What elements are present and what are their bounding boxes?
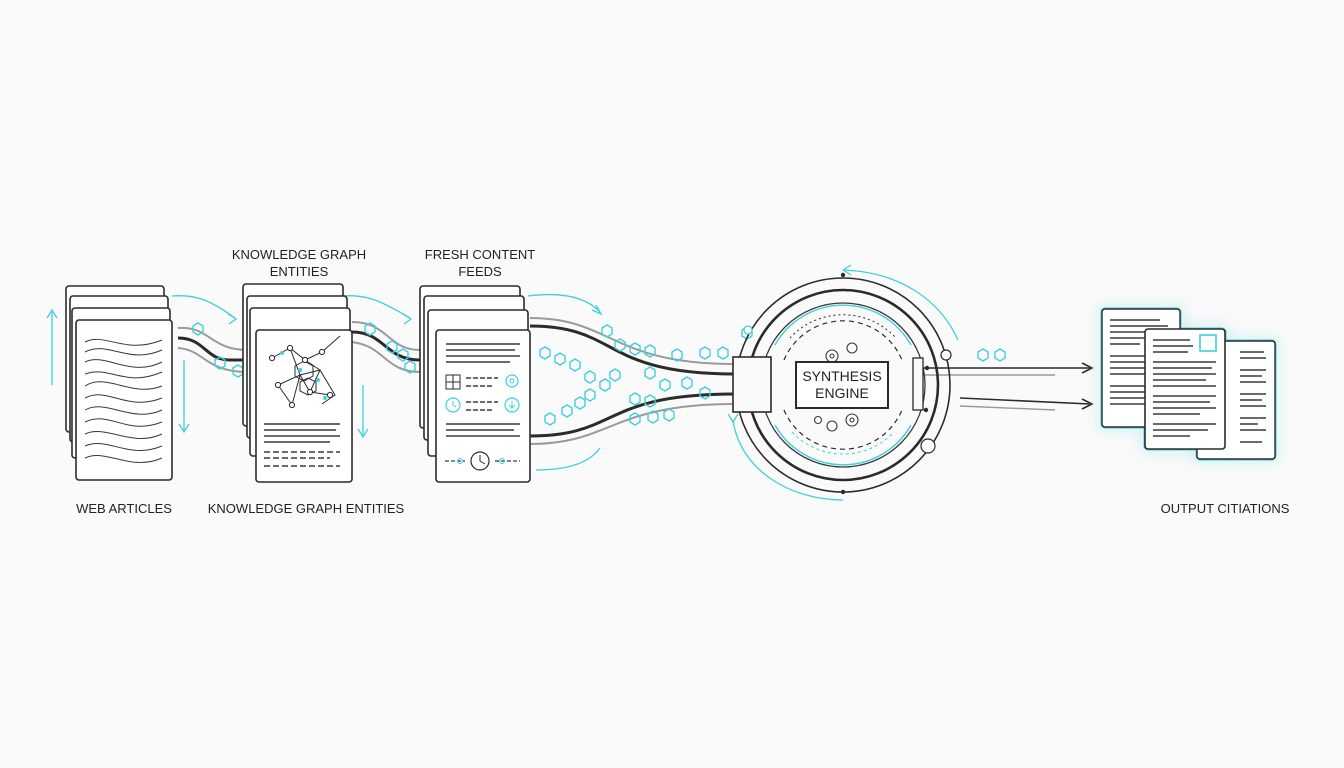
engine-gears [813,342,859,432]
label-output-citations: OUTPUT CITIATIONS [1160,501,1290,516]
citation-badge-icon [1199,334,1217,352]
web-articles-stack [65,285,173,481]
feed-text-lines [446,343,520,437]
output-citations-stack [1100,307,1277,461]
hexagon-particles [192,322,1006,426]
label-web-articles: WEB ARTICLES [76,501,172,516]
grid-icon [445,374,461,390]
clock-icon [445,397,461,413]
graph-network-icon [268,335,341,409]
label-knowledge-graph-top: KNOWLEDGE GRAPH ENTITIES [231,247,367,279]
kg-text-lines [264,423,340,467]
label-fresh-content-feeds: FRESH CONTENT FEEDS [424,247,536,279]
wavy-text-lines [84,338,163,463]
download-icon [504,397,520,413]
timer-icon [470,451,490,471]
accent-arrows [46,264,959,501]
gear-icon [505,374,519,388]
label-knowledge-graph-bottom: KNOWLEDGE GRAPH ENTITIES [207,501,405,516]
content-feeds-stack [419,285,531,483]
label-synthesis-engine: SYNTHESIS ENGINE [802,368,882,401]
knowledge-graph-stack [242,283,353,483]
synthesis-engine [732,272,952,495]
